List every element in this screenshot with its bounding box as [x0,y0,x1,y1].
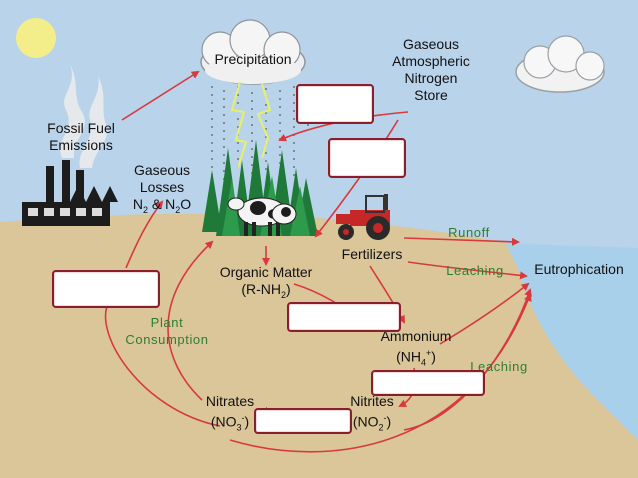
blank-box-1[interactable] [296,84,374,124]
arrow-soil-to-gaseous-losses [125,200,164,269]
blank-box-3[interactable] [52,270,160,308]
fossil-fuel-label: Fossil Fuel Emissions [36,120,126,154]
no3-close: ) [244,413,250,430]
no3-sub: 3 [236,422,242,433]
nitrates-formula: (NO3-) [196,410,264,436]
atmospheric-line-4: Store [414,87,448,103]
arrow-runoff [403,237,520,246]
nh4-open: (NH [396,348,421,365]
no3-sup: - [241,413,245,423]
precipitation-label: Precipitation [214,51,292,67]
atmospheric-line-2: Atmospheric [392,53,470,69]
gl-o: O [180,196,192,212]
nitrites-line-1: Nitrites [350,393,394,409]
organic-matter-line-1: Organic Matter [219,264,313,280]
ammonium-formula: (NH4+) [370,345,462,371]
water-body [505,242,638,440]
tractor-icon [336,194,390,240]
rnh-sub: 2 [280,289,286,300]
runoff-label: Runoff [448,225,490,240]
plant-consumption-label: Plant Consumption [114,314,220,348]
fossil-line-1: Fossil Fuel [47,120,115,136]
gl-n: N [132,196,143,212]
lightning-icon [230,81,272,169]
arrow-emissions-to-precipitation [121,70,200,121]
no2-sup: - [383,413,387,423]
arrow-nitrates-plant-consumption [167,240,214,401]
gaseous-losses-label: Gaseous Losses N2 & N2O [122,162,202,219]
blank-box-2[interactable] [328,138,406,178]
rain-icon [211,86,309,190]
nitrites-label: Nitrites (NO2-) [338,393,406,436]
nitrates-line-1: Nitrates [205,393,255,409]
rnh-open: (R-NH [241,281,281,297]
factory-icon [22,160,118,226]
gl-sub-b: 2 [175,204,181,215]
plant-line-1: Plant [150,315,184,330]
nh4-sub: 4 [420,357,426,368]
atmospheric-line-3: Nitrogen [404,70,458,86]
leaching-label-2: Leaching [470,359,528,374]
ammonium-line-1: Ammonium [380,328,452,344]
cow-icon [227,197,297,236]
organic-matter-formula: (R-NH2) [208,281,324,304]
arrow-leaching-fertilizer [407,261,528,280]
gaseous-losses-line-2: Losses [139,179,185,195]
gl-amp: & N [148,196,176,212]
gaseous-losses-formula: N2 & N2O [122,196,202,219]
nitrites-formula: (NO2-) [338,410,406,436]
arrow-nitrates-to-eutrophication [229,293,532,453]
no2-close: ) [386,413,392,430]
nh4-close: ) [431,348,436,365]
leaching-label: Leaching [446,263,504,278]
no2-sub: 2 [378,422,384,433]
sun-icon [16,18,56,58]
no2-open: (NO [352,413,379,430]
gl-sub-a: 2 [142,204,148,215]
gaseous-losses-line-1: Gaseous [133,162,191,178]
fertilizers-label: Fertilizers [341,246,403,262]
rnh-close: ) [286,281,291,297]
nitrates-label: Nitrates (NO3-) [196,393,264,436]
ammonium-label: Ammonium (NH4+) [370,328,462,371]
nh4-sup: + [425,348,432,358]
blank-box-5[interactable] [371,370,485,396]
smoke-icon [60,64,108,168]
no3-open: (NO [210,413,237,430]
atmospheric-line-1: Gaseous [402,36,460,52]
organic-matter-label: Organic Matter (R-NH2) [208,264,324,304]
eutrophication-label: Eutrophication [534,261,624,277]
cloud-icon [515,35,605,93]
plant-line-2: Consumption [125,332,209,347]
fossil-line-2: Emissions [49,137,113,153]
precipitation-cloud-icon [200,19,306,85]
blank-box-6[interactable] [254,408,352,434]
blank-box-4[interactable] [287,302,401,332]
arrow-ammonium-to-eutrophication [439,282,530,345]
atmospheric-nitrogen-label: Gaseous Atmospheric Nitrogen Store [376,36,486,104]
